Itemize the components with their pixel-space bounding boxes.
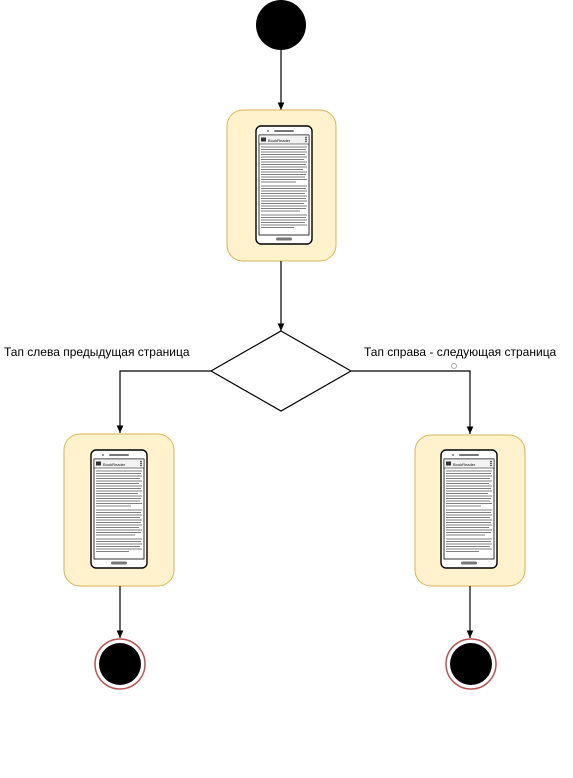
decision-node <box>209 330 353 412</box>
phone-screen-icon <box>255 125 313 245</box>
activity-reading-screen: BookReader <box>226 109 337 262</box>
phone-screen-icon <box>440 449 498 569</box>
edge-decision-to-next <box>351 370 474 434</box>
final-node-left <box>94 638 146 690</box>
phone-app-title: BookReader <box>103 462 126 467</box>
activity-prev-page-screen: BookReader <box>63 433 175 587</box>
activity-next-page-screen: BookReader <box>414 434 526 587</box>
phone-app-title: BookReader <box>453 462 476 467</box>
phone-screen-icon <box>90 449 148 569</box>
initial-node <box>256 0 306 50</box>
label-left-branch: Тап слева предыдущая страница <box>4 345 190 359</box>
edge-decision-to-prev <box>116 370 211 433</box>
phone-app-title: BookReader <box>268 138 291 143</box>
anchor-point <box>451 363 457 369</box>
label-right-branch: Тап справа - следующая страница <box>364 345 557 359</box>
final-node-right <box>445 638 497 690</box>
